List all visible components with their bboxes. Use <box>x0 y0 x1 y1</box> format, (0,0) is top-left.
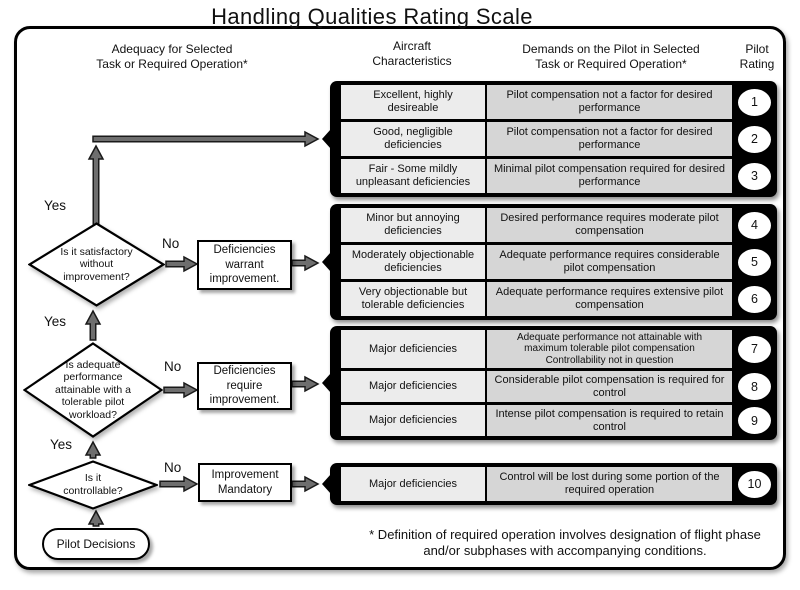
page-title: Handling Qualities Rating Scale <box>211 4 533 29</box>
rating-zone: 6 <box>732 282 777 316</box>
decision-controllable: Is it controllable? <box>28 460 158 510</box>
rating-badge: 6 <box>738 285 771 313</box>
yes-label: Yes <box>44 198 67 213</box>
rating-badge: 3 <box>738 162 771 190</box>
rating-block-1-3: Excellent, highly desireable Pilot compe… <box>322 81 777 197</box>
table-row: Major deficiencies Intense pilot compens… <box>341 405 777 436</box>
no-label: No <box>164 460 182 475</box>
decision-question: Is it controllable? <box>63 472 123 497</box>
pilot-decisions-node: Pilot Decisions <box>42 528 150 560</box>
diamond-shape <box>28 460 158 510</box>
yes-label: Yes <box>44 314 67 329</box>
rating-zone: 2 <box>732 122 777 156</box>
decision-adequate-performance: Is adequate performance attainable with … <box>23 342 163 438</box>
aircraft-characteristics-cell: Major deficiencies <box>341 330 487 368</box>
aircraft-characteristics-cell: Major deficiencies <box>341 467 487 501</box>
table-row: Moderately objectionable deficiencies Ad… <box>341 245 777 279</box>
pilot-demands-cell: Pilot compensation not a factor for desi… <box>487 122 732 156</box>
pilot-demands-cell: Adequate performance requires considerab… <box>487 245 732 279</box>
rating-badge: 5 <box>738 248 771 276</box>
rating-badge: 8 <box>738 373 771 400</box>
diamond-shape <box>23 342 163 438</box>
table-row: Good, negligible deficiencies Pilot comp… <box>341 122 777 156</box>
rating-zone: 10 <box>732 467 777 501</box>
aircraft-characteristics-cell: Major deficiencies <box>341 371 487 402</box>
table-row: Fair - Some mildly unpleasant deficienci… <box>341 159 777 193</box>
yes-label: Yes <box>50 437 73 452</box>
aircraft-characteristics-cell: Very objectionable but tolerable deficie… <box>341 282 487 316</box>
aircraft-characteristics-cell: Minor but annoying deficiencies <box>341 208 487 242</box>
rating-zone: 1 <box>732 85 777 119</box>
rating-zone: 5 <box>732 245 777 279</box>
footnote: * Definition of required operation invol… <box>369 527 761 558</box>
table-row: Excellent, highly desireable Pilot compe… <box>341 85 777 119</box>
header-aircraft-characteristics: Aircraft Characteristics <box>372 39 452 68</box>
header-adequacy: Adequacy for Selected Task or Required O… <box>96 42 248 71</box>
aircraft-characteristics-cell: Excellent, highly desireable <box>341 85 487 119</box>
decision-question: Is it satisfactory without improvement? <box>60 245 133 283</box>
action-deficiencies-warrant-improvement: Deficiencies warrant improvement. <box>197 240 292 290</box>
rating-block-4-6: Minor but annoying deficiencies Desired … <box>322 204 777 320</box>
header-pilot-rating: Pilot Rating <box>739 42 775 71</box>
decision-satisfactory: Is it satisfactory without improvement? <box>28 222 165 307</box>
rating-badge: 7 <box>738 335 771 363</box>
aircraft-characteristics-cell: Major deficiencies <box>341 405 487 436</box>
rating-zone: 7 <box>732 330 777 368</box>
rating-block-7-9: Major deficiencies Adequate performance … <box>322 326 777 440</box>
rating-zone: 9 <box>732 405 777 436</box>
no-label: No <box>164 359 182 374</box>
rating-zone: 3 <box>732 159 777 193</box>
no-label: No <box>162 236 180 251</box>
aircraft-characteristics-cell: Moderately objectionable deficiencies <box>341 245 487 279</box>
table-row: Major deficiencies Adequate performance … <box>341 330 777 368</box>
header-pilot-demands: Demands on the Pilot in Selected Task or… <box>522 42 700 71</box>
pilot-demands-cell: Adequate performance not attainable with… <box>487 330 732 368</box>
pilot-demands-cell: Intense pilot compensation is required t… <box>487 405 732 436</box>
decision-question: Is adequate performance attainable with … <box>55 358 131 421</box>
pilot-demands-cell: Desired performance requires moderate pi… <box>487 208 732 242</box>
pilot-demands-cell: Control will be lost during some portion… <box>487 467 732 501</box>
pilot-demands-cell: Considerable pilot compensation is requi… <box>487 371 732 402</box>
rating-zone: 8 <box>732 371 777 402</box>
pilot-demands-cell: Minimal pilot compensation required for … <box>487 159 732 193</box>
rating-badge: 9 <box>738 407 771 434</box>
aircraft-characteristics-cell: Fair - Some mildly unpleasant deficienci… <box>341 159 487 193</box>
action-deficiencies-require-improvement: Deficiencies require improvement. <box>197 362 292 410</box>
table-row: Minor but annoying deficiencies Desired … <box>341 208 777 242</box>
table-row: Major deficiencies Considerable pilot co… <box>341 371 777 402</box>
action-improvement-mandatory: Improvement Mandatory <box>198 463 292 502</box>
table-row: Major deficiencies Control will be lost … <box>341 467 777 501</box>
pilot-demands-cell: Adequate performance requires extensive … <box>487 282 732 316</box>
table-row: Very objectionable but tolerable deficie… <box>341 282 777 316</box>
rating-badge: 4 <box>738 211 771 239</box>
diagram-border <box>14 26 786 570</box>
rating-zone: 4 <box>732 208 777 242</box>
aircraft-characteristics-cell: Good, negligible deficiencies <box>341 122 487 156</box>
rating-badge: 1 <box>738 88 771 116</box>
rating-badge: 2 <box>738 125 771 153</box>
rating-block-10: Major deficiencies Control will be lost … <box>322 463 777 505</box>
diamond-shape <box>28 222 165 307</box>
rating-badge: 10 <box>738 470 771 498</box>
pilot-demands-cell: Pilot compensation not a factor for desi… <box>487 85 732 119</box>
